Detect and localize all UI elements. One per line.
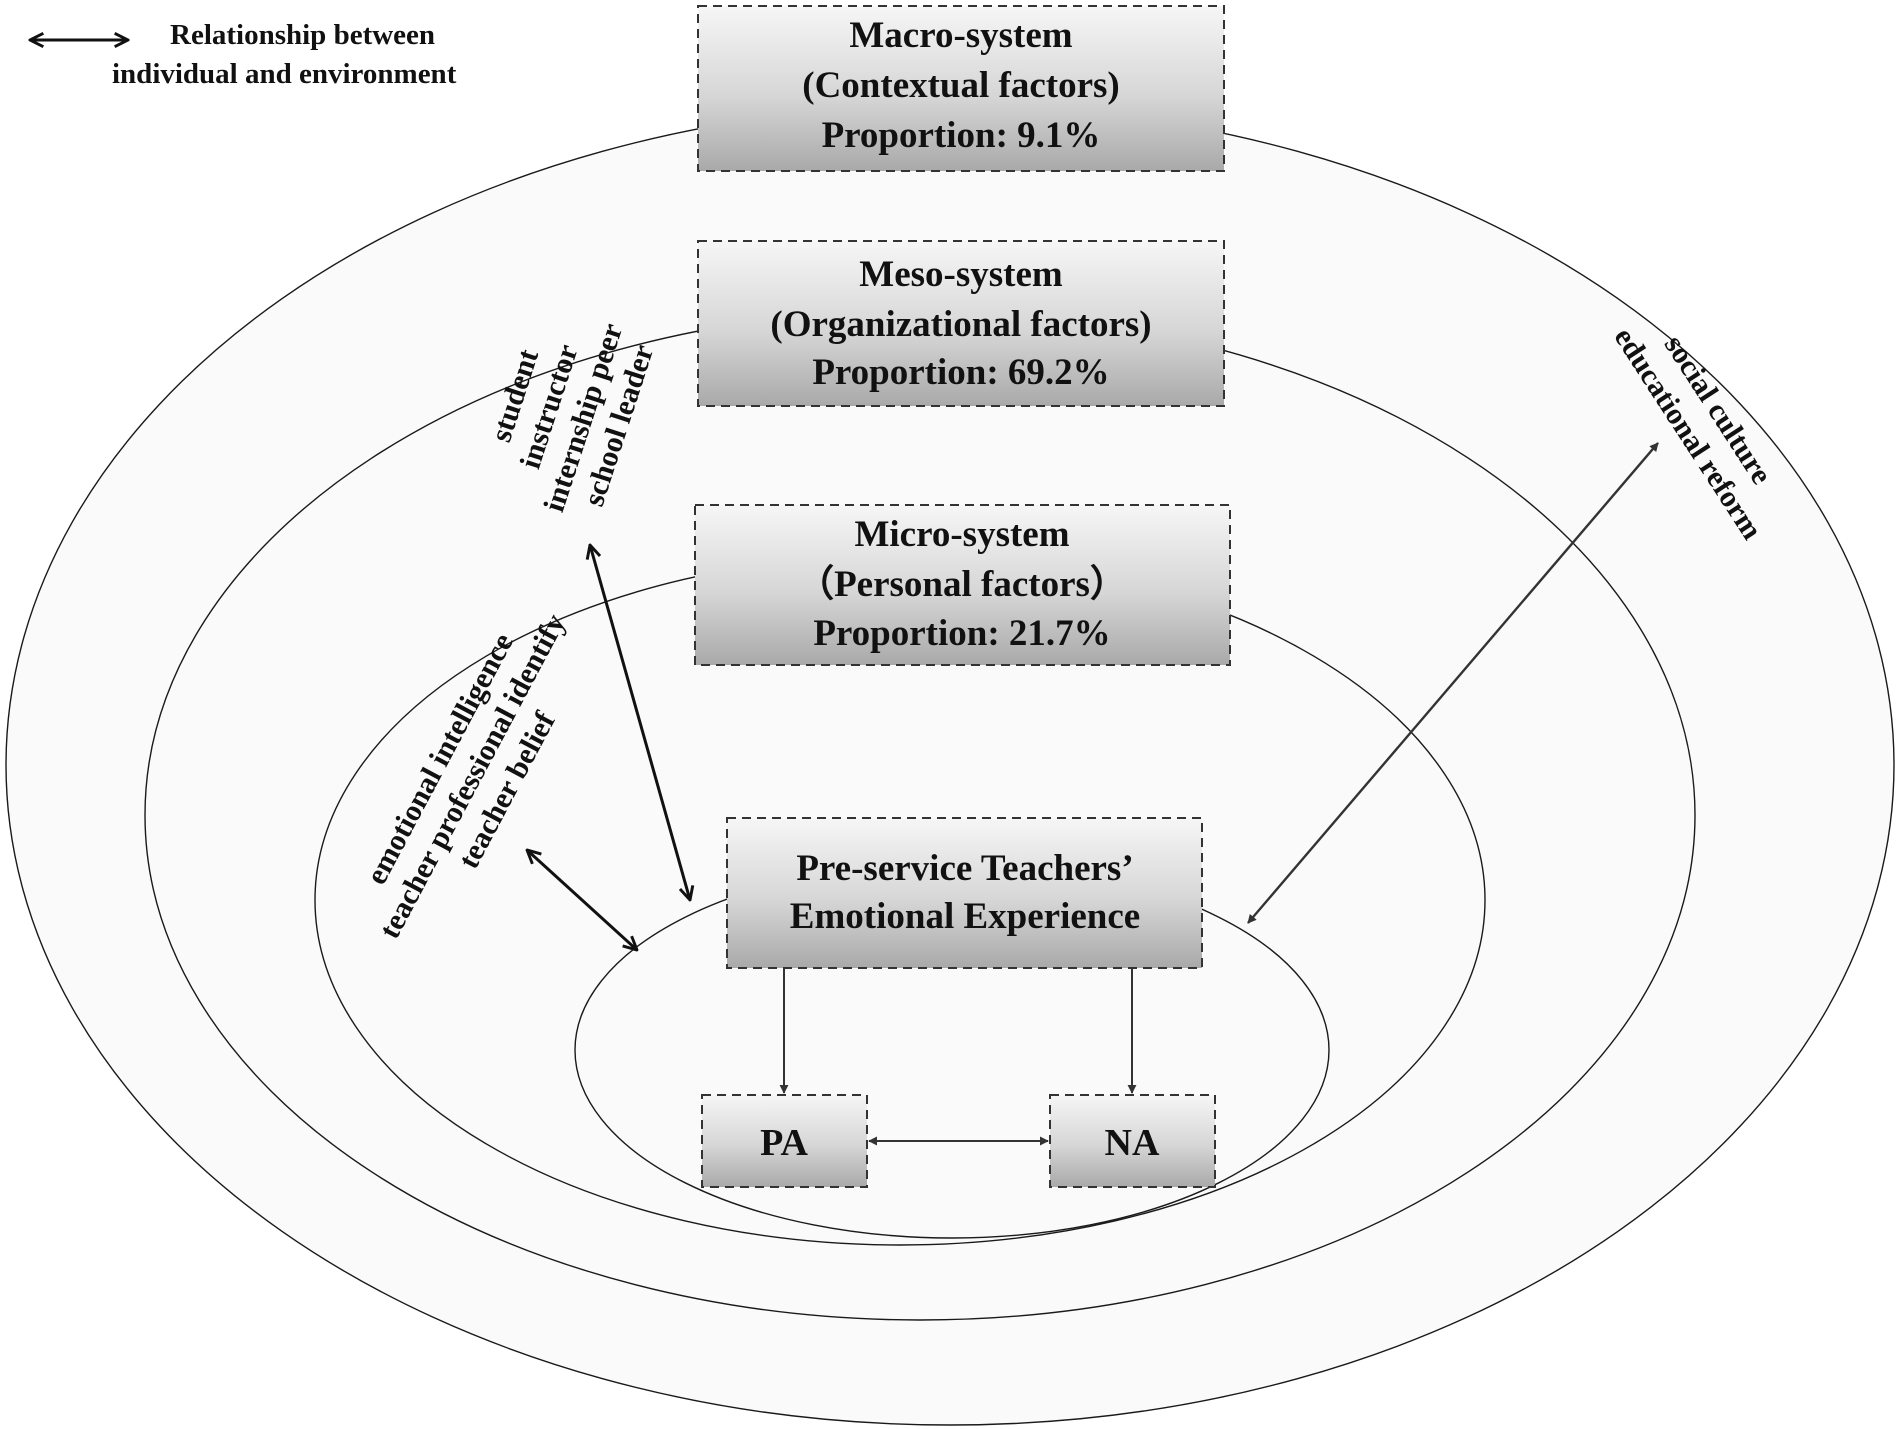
macro-proportion: Proportion: 9.1% [822, 115, 1101, 156]
micro-proportion: Proportion: 21.7% [813, 613, 1110, 654]
micro-title: Micro-system [854, 514, 1069, 555]
legend: Relationship between individual and envi… [30, 19, 457, 90]
legend-text-line1: Relationship between [170, 19, 435, 51]
pa-box: PA [701, 1094, 868, 1188]
macro-subtitle: (Contextual factors) [802, 65, 1120, 106]
meso-system-box: Meso-system (Organizational factors) Pro… [697, 240, 1225, 407]
legend-text-line2: individual and environment [112, 58, 457, 90]
center-line1: Pre-service Teachers’ [796, 848, 1133, 889]
meso-proportion: Proportion: 69.2% [812, 352, 1109, 393]
center-line2: Emotional Experience [790, 896, 1140, 937]
meso-subtitle: (Organizational factors) [770, 304, 1151, 345]
meso-title: Meso-system [859, 254, 1063, 295]
arrow-macro-factors [1247, 442, 1659, 924]
macro-system-box: Macro-system (Contextual factors) Propor… [697, 5, 1225, 172]
micro-subtitle: （Personal factors） [797, 563, 1127, 605]
pa-label: PA [760, 1122, 808, 1164]
arrow-micro-factors [527, 850, 637, 950]
macro-title: Macro-system [849, 15, 1072, 56]
na-label: NA [1105, 1122, 1160, 1164]
arrow-meso-factors [590, 545, 690, 900]
na-box: NA [1049, 1094, 1216, 1188]
emotional-experience-box: Pre-service Teachers’ Emotional Experien… [726, 817, 1203, 969]
micro-system-box: Micro-system （Personal factors） Proporti… [694, 504, 1231, 666]
